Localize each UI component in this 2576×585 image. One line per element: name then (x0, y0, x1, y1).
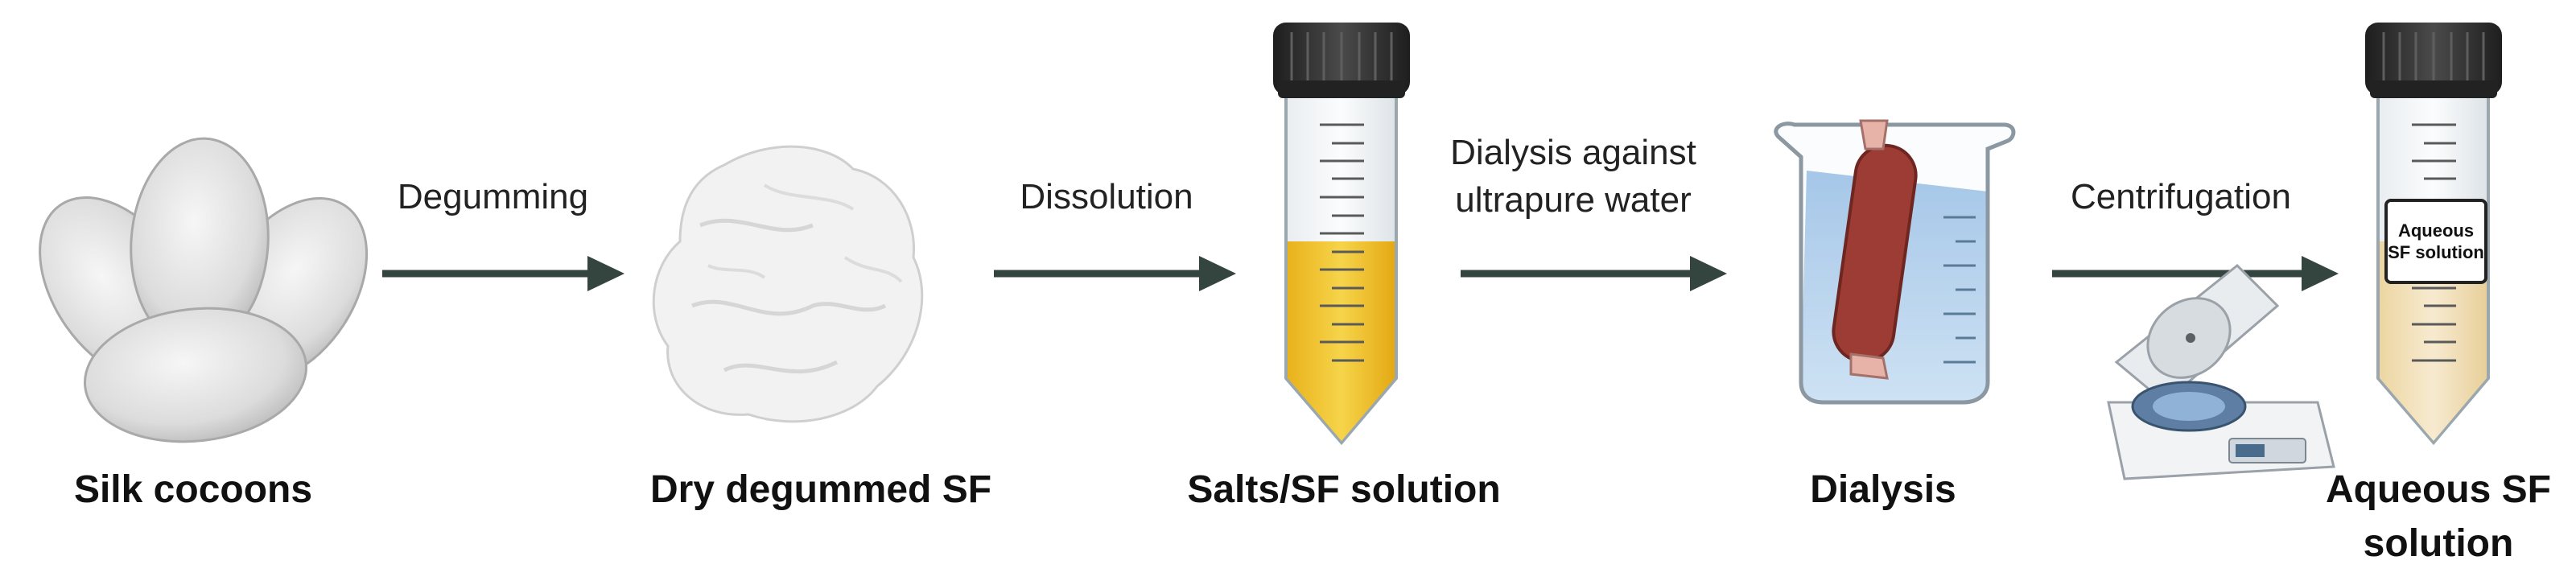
stage-label-salts-sf-solution: Salts/SF solution (1187, 468, 1501, 511)
step-label-dialysis-against-water: Dialysis against ultrapure water (1450, 133, 1696, 220)
degummed-silk-fibroin-icon (652, 145, 924, 423)
stage-label-silk-cocoons: Silk cocoons (73, 468, 313, 511)
step-label-degumming: Degumming (397, 177, 589, 216)
arrow-centrifugation (2052, 256, 2339, 291)
dialysis-beaker-icon (1774, 119, 2016, 405)
arrow-dissolution (994, 256, 1236, 291)
centrifuge-icon (2107, 263, 2335, 480)
stage-label-dialysis: Dialysis (1810, 468, 1956, 511)
step-label-centrifugation: Centrifugation (2071, 177, 2291, 216)
salts-sf-tube-icon (1273, 23, 1410, 446)
step-label-dissolution: Dissolution (1020, 177, 1193, 216)
arrow-degumming (382, 256, 624, 291)
tube-label-text: Aqueous SF solution (2388, 220, 2484, 263)
arrow-dialysis (1461, 256, 1727, 291)
stage-label-aqueous-sf-solution: Aqueous SF solution (2325, 468, 2551, 566)
silk-cocoons-icon (39, 137, 369, 443)
aqueous-sf-tube-label: Aqueous SF solution (2384, 199, 2487, 284)
stage-label-dry-degummed-sf: Dry degummed SF (649, 468, 992, 511)
